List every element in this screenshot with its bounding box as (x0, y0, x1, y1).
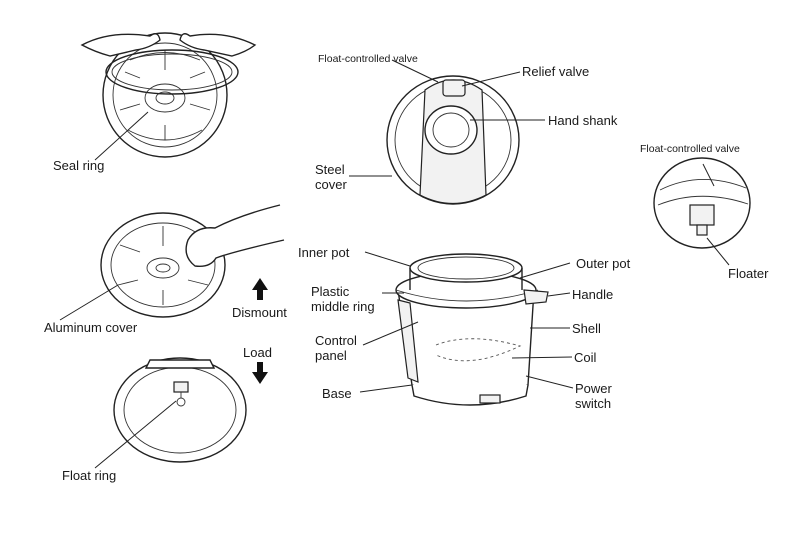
float-ring-illustration (113, 357, 247, 463)
handle-label: Handle (572, 287, 614, 302)
relief-valve-label: Relief valve (522, 64, 590, 79)
aluminum-cover-illustration (100, 204, 285, 318)
steel-cover-label: Steel cover (315, 162, 347, 192)
plastic-middle-ring-label: Plastic middle ring (311, 284, 375, 314)
shell-label: Shell (572, 321, 601, 336)
aluminum-cover-label: Aluminum cover (44, 320, 138, 335)
steel-cover-illustration (386, 75, 520, 205)
inner-pot-label: Inner pot (298, 245, 350, 260)
seal-ring-illustration (80, 32, 257, 158)
float-valve-detail (653, 157, 751, 249)
float-controlled-valve-label: Float-controlled valve (318, 53, 418, 65)
cooker-body-illustration (395, 253, 549, 406)
coil-label: Coil (574, 350, 597, 365)
control-panel-label: Control panel (315, 333, 357, 363)
seal-ring-label: Seal ring (53, 158, 105, 173)
float-valve-detail-label: Float-controlled valve (640, 143, 740, 155)
down-arrow-icon (252, 362, 268, 384)
up-arrow-icon (252, 278, 268, 300)
outer-pot-label: Outer pot (576, 256, 631, 271)
power-switch-label: Power switch (575, 381, 612, 411)
dismount-label: Dismount (232, 305, 287, 320)
load-label: Load (243, 345, 272, 360)
base-label: Base (322, 386, 352, 401)
float-ring-label: Float ring (62, 468, 117, 483)
floater-label: Floater (728, 266, 769, 281)
hand-shank-label: Hand shank (548, 113, 618, 128)
